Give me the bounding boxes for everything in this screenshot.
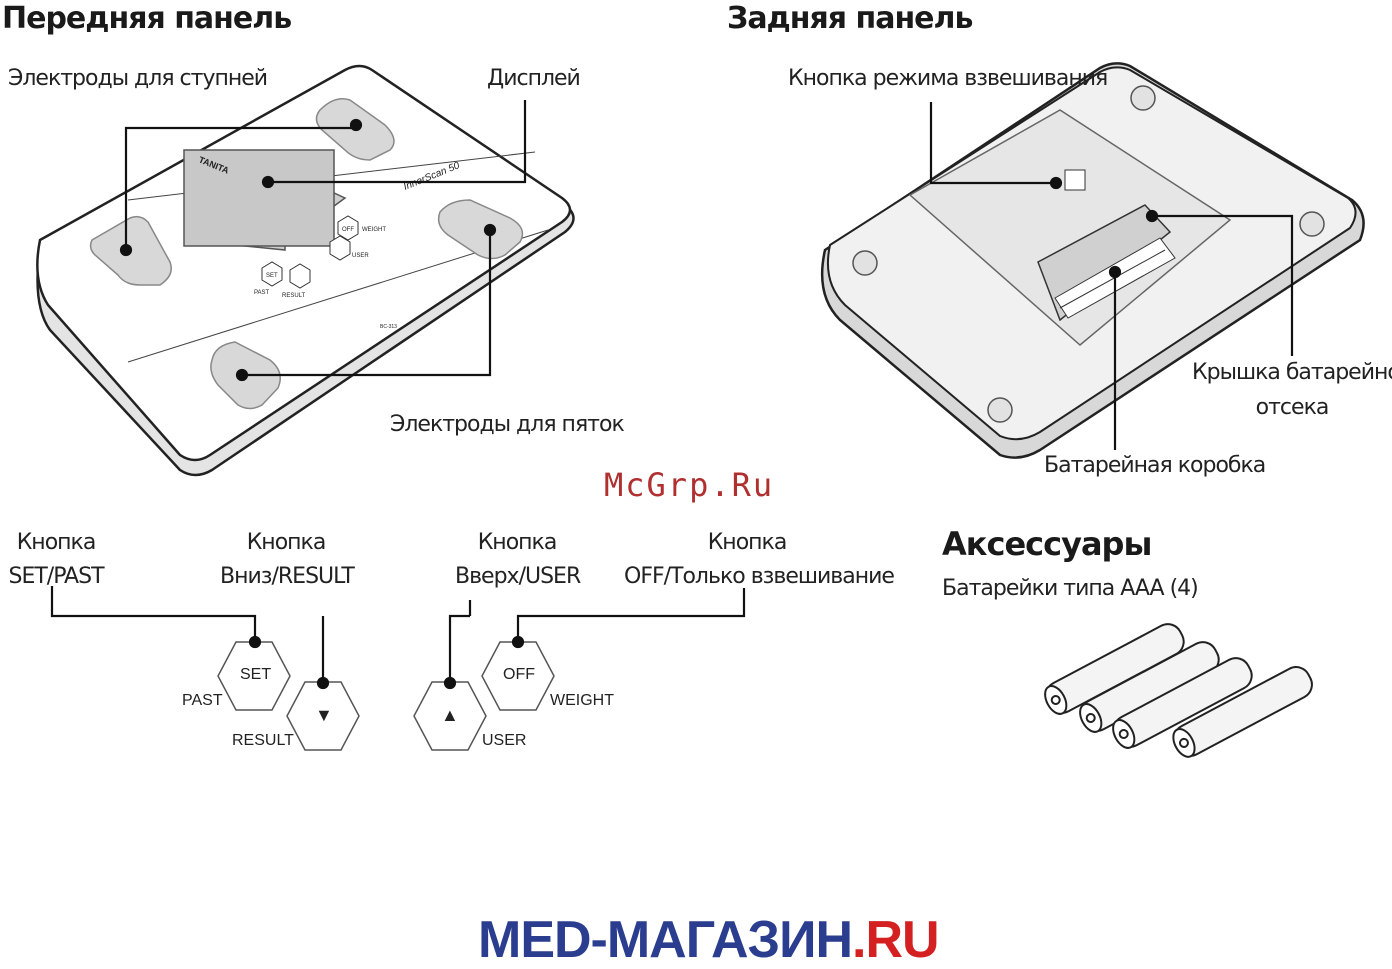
user-label: USER [482, 732, 527, 749]
front-past-text: PAST [254, 290, 270, 296]
set-past-caption-line2: SET/PAST [8, 564, 104, 589]
footer-brand-suffix: .RU [852, 911, 940, 969]
front-off-text: OFF [342, 227, 354, 233]
front-weight-text: WEIGHT [362, 227, 386, 233]
front-set-text: SET [266, 273, 278, 279]
watermark: McGrp.Ru [604, 466, 775, 504]
set-button-hex [217, 641, 291, 711]
weigh-mode-button-label: Кнопка режима взвешивания [788, 66, 1108, 91]
down-arrow-icon: ▼ [315, 705, 333, 725]
up-user-caption-line2: Вверх/USER [455, 564, 581, 589]
off-weight-caption-line2: OFF/Только взвешивание [624, 564, 895, 589]
front-result-text: RESULT [282, 293, 306, 299]
past-label: PAST [182, 692, 223, 709]
footer-brand-main: MED-МАГАЗИН [478, 911, 853, 969]
front-user-text: USER [352, 253, 369, 259]
battery-cover-label-line1: Крышка батарейного [1192, 360, 1392, 385]
battery-cover-label-line2: отсека [1255, 395, 1330, 420]
footer-brand: MED-МАГАЗИН.RU [478, 911, 940, 969]
front-panel-title: Передняя панель [2, 1, 292, 36]
set-button-label: SET [240, 666, 272, 683]
accessories-title: Аксессуары [942, 525, 1152, 563]
battery-box-label: Батарейная коробка [1044, 453, 1266, 478]
down-result-caption-line2: Вниз/RESULT [220, 564, 355, 589]
up-button-hex [413, 681, 487, 751]
down-result-caption-line1: Кнопка [246, 530, 327, 555]
off-button-hex [481, 641, 555, 711]
heel-electrodes-label: Электроды для пяток [390, 412, 625, 437]
off-button-label: OFF [503, 666, 535, 683]
set-past-caption-line1: Кнопка [16, 530, 97, 555]
front-model-code: BC-313 [380, 324, 397, 330]
weight-label: WEIGHT [550, 692, 614, 709]
result-label: RESULT [232, 732, 294, 749]
up-user-caption-line1: Кнопка [477, 530, 558, 555]
off-weight-caption-line1: Кнопка [707, 530, 788, 555]
display-label: Дисплей [487, 66, 581, 91]
down-button-hex [286, 681, 360, 751]
foot-electrodes-label: Электроды для ступней [8, 66, 268, 91]
back-panel-title: Задняя панель [727, 1, 973, 36]
batteries-label: Батарейки типа AAA (4) [942, 576, 1199, 601]
up-arrow-icon: ▲ [441, 705, 459, 725]
